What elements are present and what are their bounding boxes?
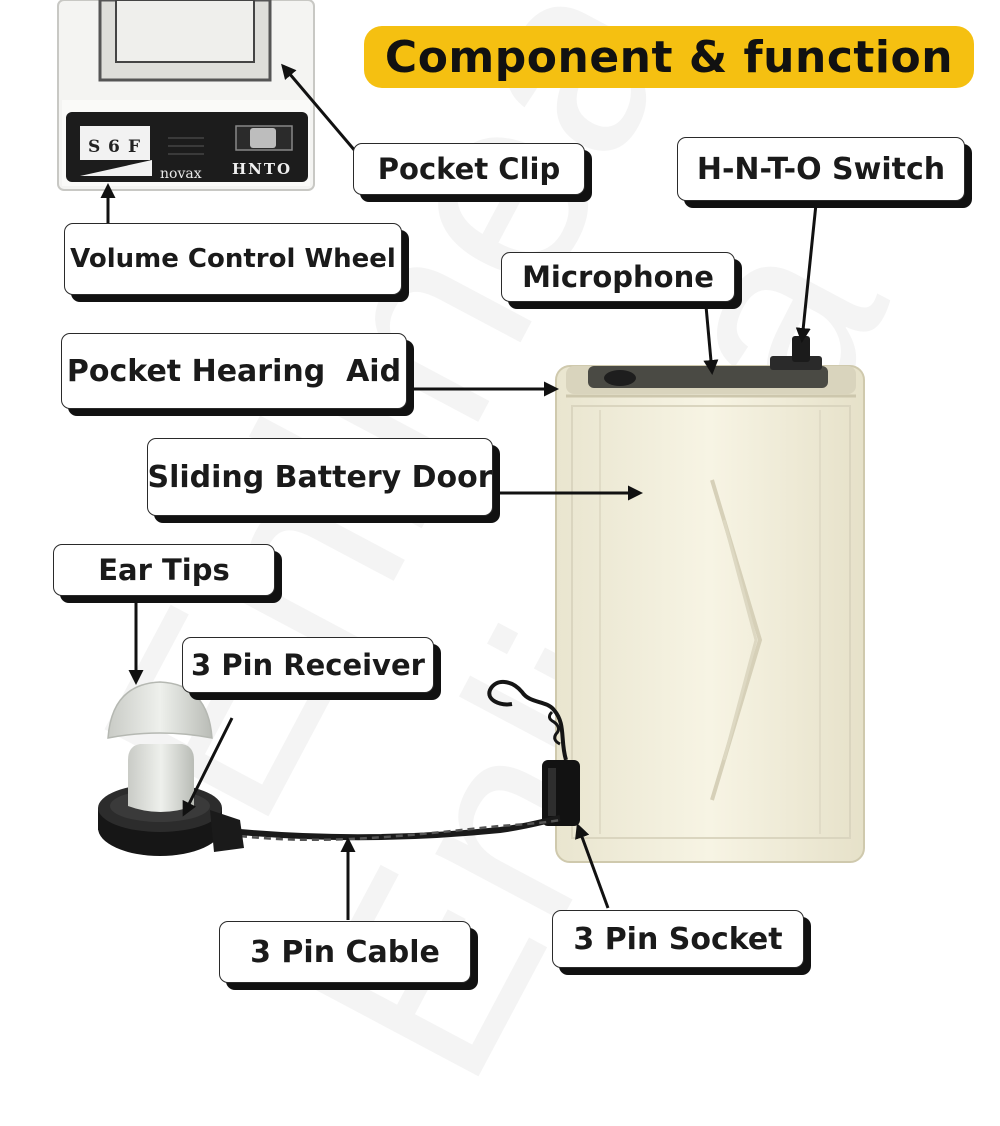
wheel-digit-1: S — [88, 137, 100, 157]
page-title: Component & function — [364, 26, 974, 88]
label-3-pin-cable: 3 Pin Cable — [219, 921, 471, 983]
label-hnto-switch: H-N-T-O Switch — [677, 137, 965, 201]
arrow-pocket-clip — [281, 63, 358, 153]
callout-arrows — [100, 63, 818, 920]
socket-plug — [542, 760, 580, 826]
mic-grille — [168, 137, 204, 155]
label-3-pin-receiver: 3 Pin Receiver — [182, 637, 434, 693]
arrow-microphone — [703, 305, 719, 375]
arrow-socket — [575, 823, 610, 909]
wheel-digit-2: 6 — [108, 137, 120, 157]
pocket-hearing-aid-body — [555, 336, 865, 863]
label-pocket-clip: Pocket Clip — [353, 143, 585, 195]
receiver-with-ear-tip — [98, 681, 244, 856]
label-3-pin-socket: 3 Pin Socket — [552, 910, 804, 968]
arrow-hnto-switch — [795, 203, 818, 343]
switch-letters: HNTO — [232, 160, 292, 178]
diagram-scene: S 6 F novax HNTO — [57, 0, 865, 920]
label-pocket-hearing-aid: Pocket Hearing Aid — [61, 333, 407, 409]
device-closeup: S 6 F novax HNTO — [57, 0, 315, 191]
coiled-cable — [487, 680, 568, 761]
label-ear-tips: Ear Tips — [53, 544, 275, 596]
label-microphone: Microphone — [501, 252, 735, 302]
twisted-cable — [239, 815, 561, 842]
wheel-digit-3: F — [128, 137, 140, 157]
label-volume-control-wheel: Volume Control Wheel — [64, 223, 402, 295]
label-sliding-battery-door: Sliding Battery Door — [147, 438, 493, 516]
arrow-receiver — [182, 717, 234, 817]
brand-text: novax — [160, 166, 202, 182]
